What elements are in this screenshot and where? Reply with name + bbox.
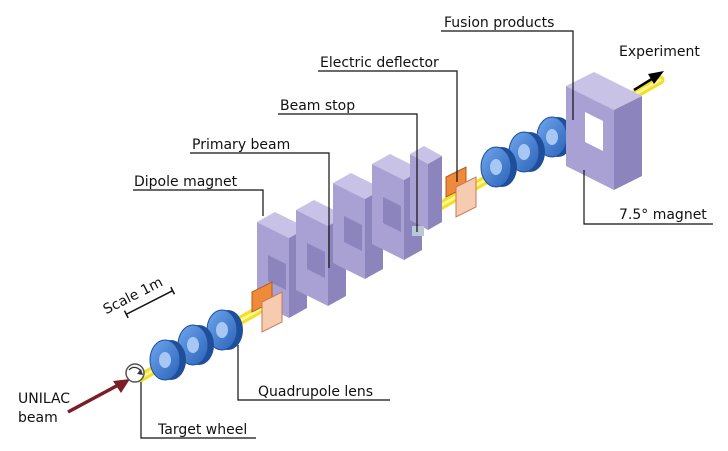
leader-target-wheel [140,382,256,439]
label-primary-beam: Primary beam [192,137,290,153]
dipole-magnet-2 [296,200,346,306]
electric-deflector-1 [251,281,283,333]
label-unilac-line1: UNILAC [18,391,70,407]
label-target-wheel: Target wheel [157,422,247,438]
label-7-5-magnet: 7.5° magnet [619,207,707,223]
target-wheel [125,363,145,383]
label-unilac-line2: beam [18,410,58,426]
leader-beam-stop [278,113,418,232]
leader-electric-deflector [318,70,458,182]
quadrupole-lens-group-2 [480,116,573,188]
leader-primary-beam [190,152,330,268]
leader-lines [133,30,713,439]
electric-deflector-2 [445,166,477,218]
leader-7-5-magnet [583,170,713,225]
dipole-magnet-5 [410,146,442,230]
experiment-arrow [633,71,664,92]
label-dipole-magnet: Dipole magnet [134,174,238,190]
leader-dipole-magnet [133,189,264,216]
label-quadrupole-lens: Quadrupole lens [258,384,373,400]
unilac-beam-arrow [67,379,130,414]
leader-quadrupole-lens [237,345,390,401]
scale-bar: Scale 1m [101,274,176,319]
label-beam-stop: Beam stop [280,98,355,114]
magnet-7-5-degree [566,72,642,190]
label-experiment: Experiment [619,44,700,60]
label-fusion-products: Fusion products [444,15,554,31]
label-electric-deflector: Electric deflector [320,55,439,71]
quadrupole-lens-group-1 [149,309,243,381]
leader-fusion-products [441,30,574,120]
beam-stop-block [412,226,424,236]
